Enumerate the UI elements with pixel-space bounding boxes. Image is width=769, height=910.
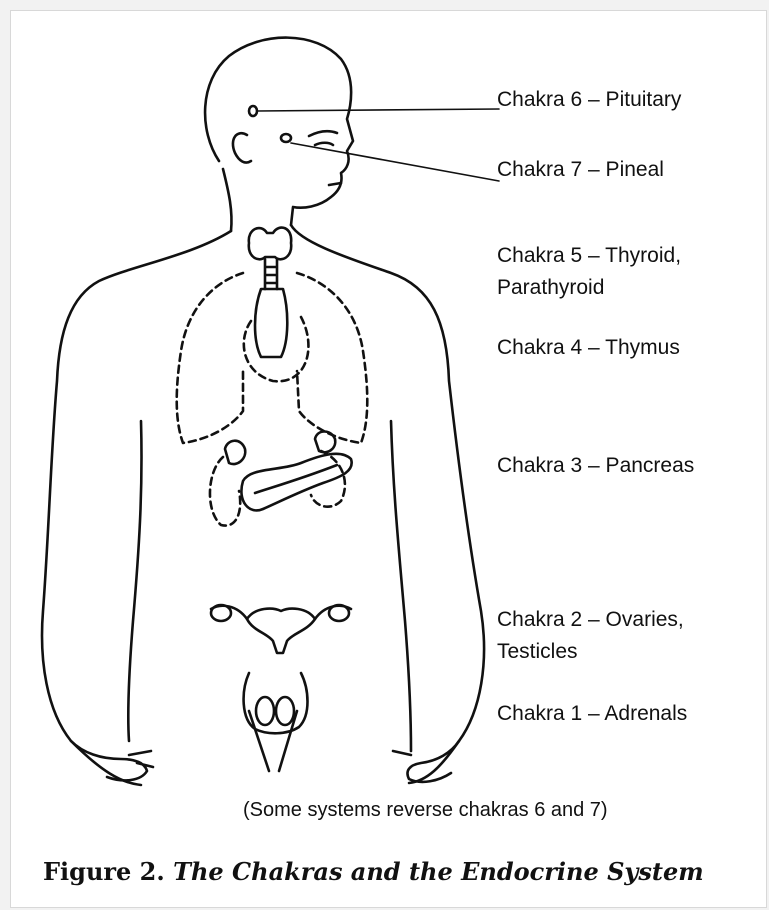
label-chakra-2-line1: Chakra 2 – Ovaries, — [497, 607, 684, 633]
right-adrenal — [315, 432, 335, 453]
brow — [309, 131, 337, 136]
caption-prefix: Figure 2. — [43, 857, 165, 886]
right-testicle — [276, 697, 294, 725]
label-chakra-2-line2: Testicles — [497, 639, 578, 665]
pineal-marker — [281, 134, 291, 142]
label-chakra-5-line1: Chakra 5 – Thyroid, — [497, 243, 681, 269]
pituitary-leader — [257, 109, 499, 111]
uterus — [247, 609, 315, 653]
left-ovary — [211, 605, 231, 621]
label-chakra-3: Chakra 3 – Pancreas — [497, 453, 694, 479]
pituitary-marker — [249, 106, 257, 116]
thymus — [255, 289, 287, 357]
pineal-leader — [291, 143, 499, 181]
right-ovary — [329, 605, 349, 621]
left-adrenal — [225, 441, 245, 464]
label-chakra-1: Chakra 1 – Adrenals — [497, 701, 687, 727]
label-chakra-4: Chakra 4 – Thymus — [497, 335, 680, 361]
figure-frame: Chakra 6 – Pituitary Chakra 7 – Pineal C… — [10, 10, 767, 908]
caption-title: The Chakras and the Endocrine System — [173, 857, 704, 886]
figure-caption: Figure 2. The Chakras and the Endocrine … — [43, 857, 704, 886]
left-kidney — [210, 457, 240, 526]
ear-outline — [233, 133, 251, 162]
right-kidney — [311, 451, 345, 507]
heart-region — [244, 317, 309, 381]
reverse-note: (Some systems reverse chakras 6 and 7) — [243, 799, 608, 822]
label-chakra-7: Chakra 7 – Pineal — [497, 157, 664, 183]
trachea — [265, 259, 277, 289]
left-lung — [177, 273, 243, 443]
thyroid — [249, 228, 291, 260]
neck-back — [223, 169, 232, 231]
left-torso-side — [128, 421, 141, 741]
left-testicle — [256, 697, 274, 725]
label-chakra-6: Chakra 6 – Pituitary — [497, 87, 681, 113]
left-body-outline — [42, 231, 231, 785]
right-torso-side — [391, 421, 411, 751]
eye — [315, 143, 333, 145]
label-chakra-5-line2: Parathyroid — [497, 275, 604, 301]
